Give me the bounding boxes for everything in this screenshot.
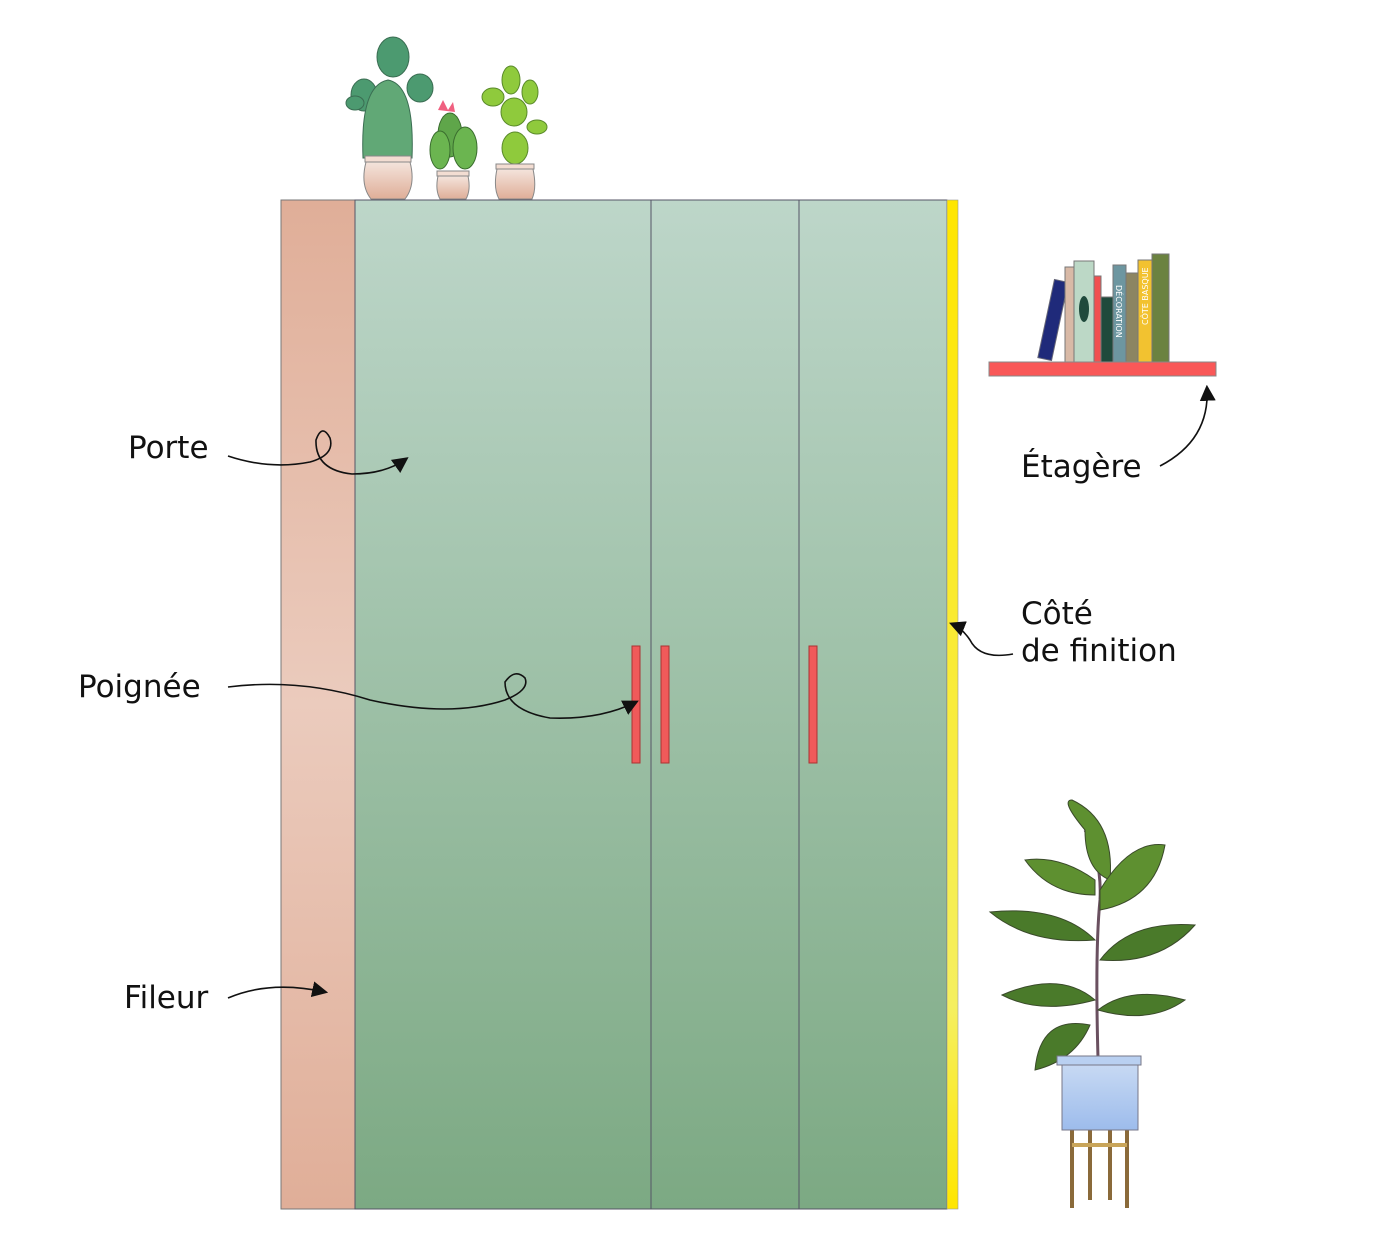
finishing-side-arrow (949, 621, 1014, 657)
door-left (354, 199, 652, 1210)
shelf (988, 361, 1217, 377)
potted-plant (988, 799, 1197, 1208)
door-label: Porte (128, 430, 209, 466)
door-right (798, 199, 948, 1210)
book-spine-text: DÉCORATION (1114, 285, 1125, 338)
handle (808, 645, 818, 764)
wardrobe (280, 199, 959, 1210)
filler-label: Fileur (124, 980, 209, 1016)
finishing-side-label-line2: de finition (1021, 633, 1177, 669)
handle-arrow (227, 673, 639, 719)
filler-arrow (227, 981, 329, 999)
book-spine-text: CÔTE BASQUE (1139, 267, 1150, 325)
annotation-arrows (227, 384, 1216, 999)
shelf-label: Étagère (1021, 449, 1142, 485)
shelf-arrow (1159, 384, 1216, 467)
handle (631, 645, 641, 764)
filler-panel (280, 199, 356, 1210)
cactus-plants-decoration (345, 36, 548, 200)
door-arrow (227, 430, 409, 475)
door-middle (650, 199, 800, 1210)
finishing-side-panel (946, 199, 959, 1210)
finishing-side-label-line1: Côté (1021, 596, 1093, 632)
shelf-with-books: DÉCORATION CÔTE BASQUE (988, 253, 1217, 377)
handle-label: Poignée (78, 669, 201, 705)
handle (660, 645, 670, 764)
